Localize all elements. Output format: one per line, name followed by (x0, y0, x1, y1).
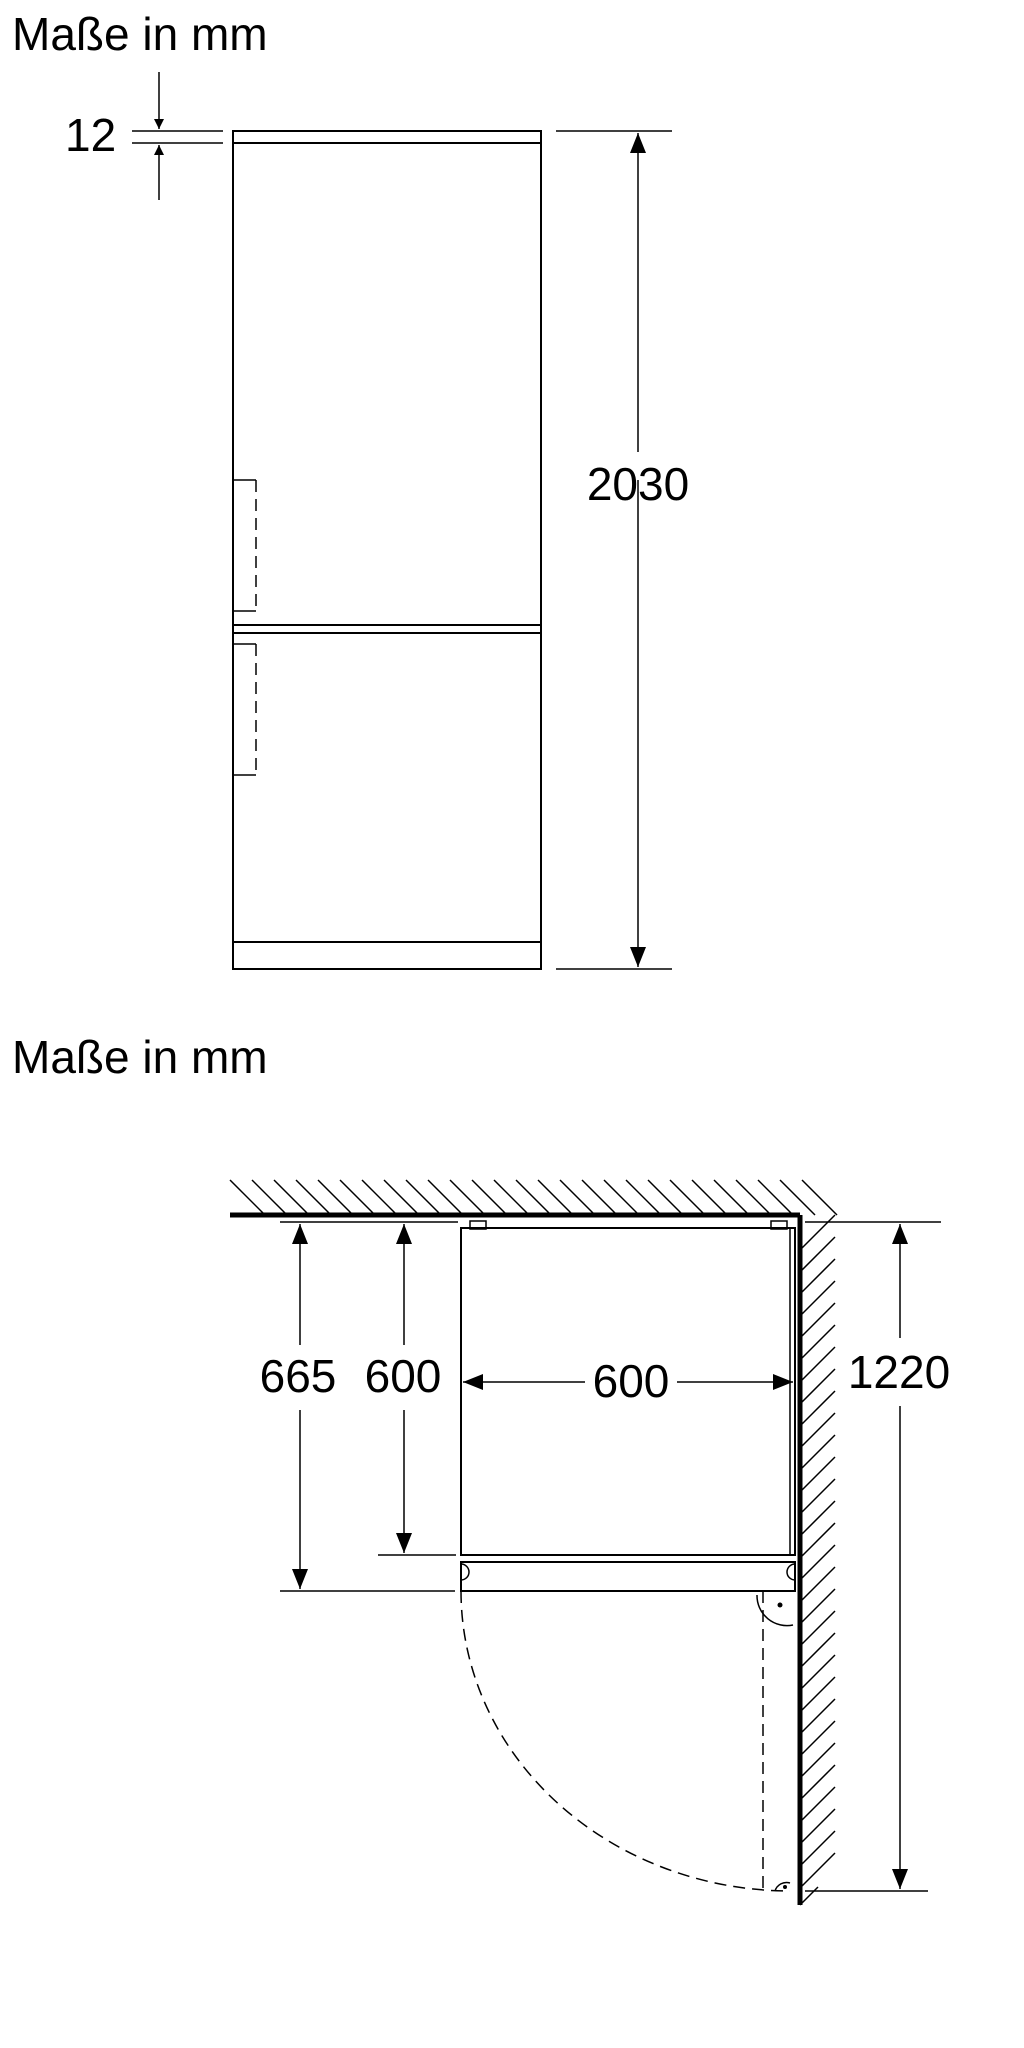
dimension-top-gap-label: 12 (65, 109, 116, 161)
dimension-depth-body-label: 600 (365, 1350, 442, 1402)
front-view: Maße in mm 12 (12, 8, 689, 970)
dimension-door-swing-label: 1220 (848, 1346, 950, 1398)
dimension-depth-with-door-label: 665 (260, 1350, 337, 1402)
hinge-right (786, 1563, 796, 1581)
back-wall-hatch (229, 1179, 838, 1218)
door-handle-upper (233, 479, 257, 612)
dimension-depth-body: 600 (365, 1224, 456, 1556)
dimension-height: 2030 (556, 130, 689, 970)
dimension-depth-with-door: 665 (260, 1221, 458, 1592)
dimension-height-label: 2030 (587, 458, 689, 510)
front-view-title: Maße in mm (12, 8, 268, 60)
door-handle-lower (233, 643, 257, 776)
door-swing-arc (460, 1590, 794, 1892)
fridge-front-outline (232, 130, 542, 970)
dimension-width-label: 600 (593, 1355, 670, 1407)
side-wall-hatch (797, 1214, 836, 1906)
hinge-left (460, 1563, 470, 1581)
door-panel (460, 1561, 796, 1592)
dimension-door-swing: 1220 (805, 1221, 950, 1892)
dimension-width: 600 (463, 1355, 793, 1407)
dimension-top-gap: 12 (65, 72, 223, 200)
fridge-plan-outline (460, 1220, 796, 1592)
plan-view-title: Maße in mm (12, 1031, 268, 1083)
plan-view: Maße in mm (12, 1031, 950, 1906)
